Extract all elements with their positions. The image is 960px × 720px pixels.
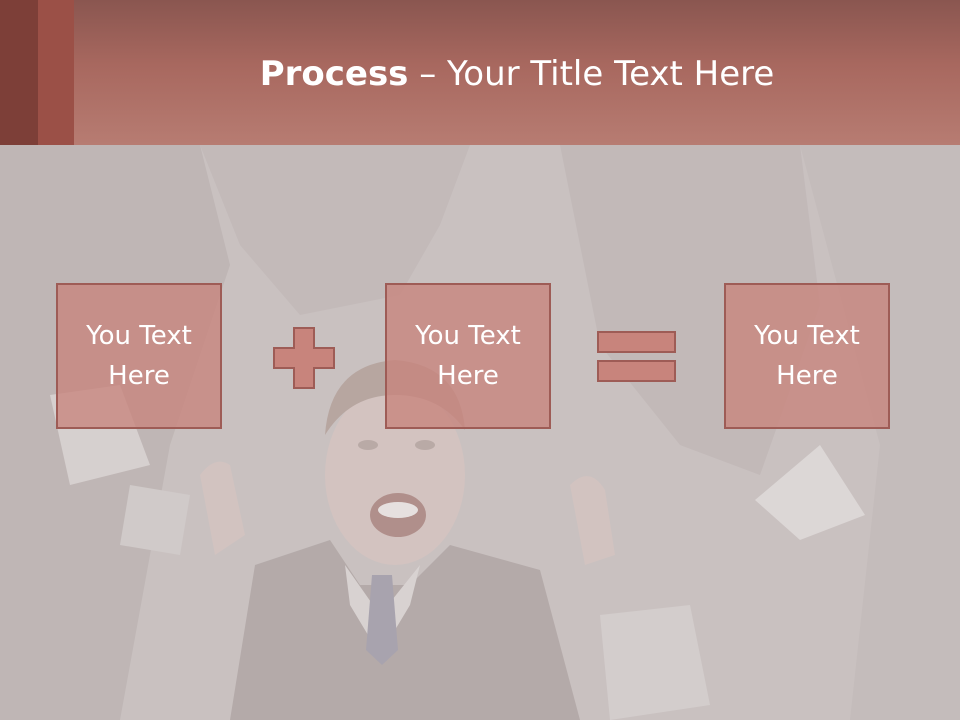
process-box-2[interactable]: You Text Here bbox=[385, 283, 551, 429]
background-photo bbox=[0, 145, 960, 720]
process-box-label: You Text Here bbox=[86, 321, 192, 391]
plus-icon bbox=[273, 327, 335, 389]
header-accent-strip-light bbox=[38, 0, 74, 145]
process-box-label: You Text Here bbox=[415, 321, 521, 391]
header-bar: Process – Your Title Text Here bbox=[0, 0, 960, 145]
title-bold-text: Process bbox=[259, 54, 409, 94]
slide-title[interactable]: Process – Your Title Text Here bbox=[74, 52, 960, 96]
process-box-label: You Text Here bbox=[754, 321, 860, 391]
equals-icon bbox=[597, 331, 677, 383]
process-box-3[interactable]: You Text Here bbox=[724, 283, 890, 429]
process-box-1[interactable]: You Text Here bbox=[56, 283, 222, 429]
header-accent-strip bbox=[0, 0, 38, 145]
title-rest-text: – Your Title Text Here bbox=[408, 54, 775, 94]
